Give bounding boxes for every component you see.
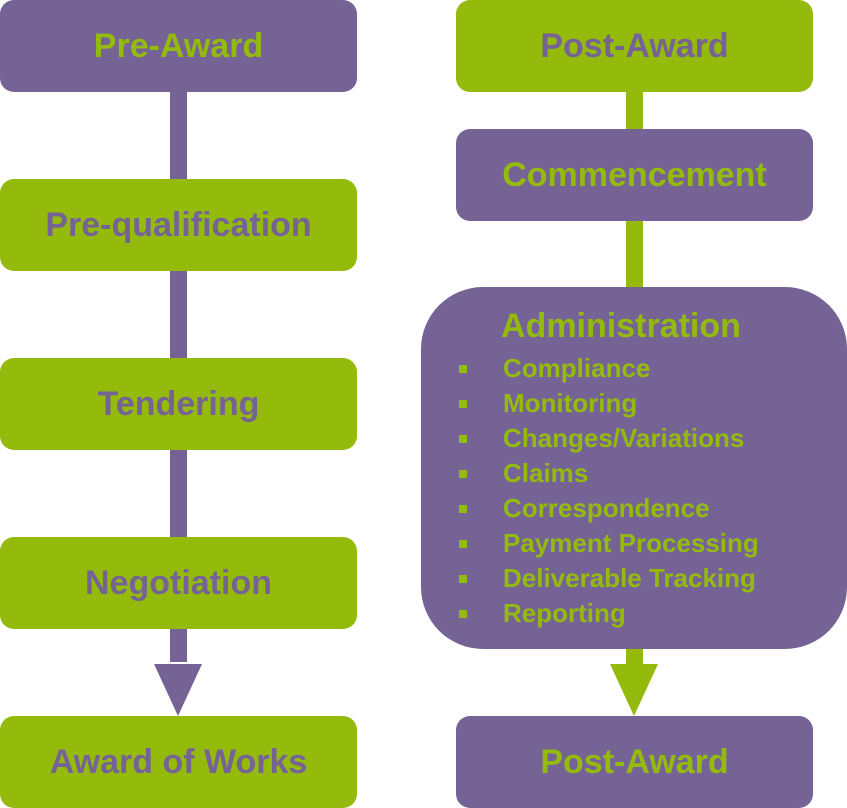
bullet-icon <box>459 575 467 583</box>
step-pre-qualification: Pre-qualification <box>0 179 357 271</box>
step-award-of-works: Award of Works <box>0 716 357 808</box>
connector-line <box>626 646 643 666</box>
pre-award-header: Pre-Award <box>0 0 357 92</box>
bullet-icon <box>459 400 467 408</box>
administration-title: Administration <box>501 307 741 345</box>
bullet-icon <box>459 505 467 513</box>
bullet-icon <box>459 540 467 548</box>
arrow-down-icon <box>154 664 202 716</box>
step-commencement: Commencement <box>456 129 813 221</box>
administration-box: Administration Compliance Monitoring Cha… <box>421 287 847 649</box>
bullet-icon <box>459 365 467 373</box>
step-negotiation: Negotiation <box>0 537 357 629</box>
post-award-final: Post-Award <box>456 716 813 808</box>
post-award-header: Post-Award <box>456 0 813 92</box>
arrow-down-icon <box>610 664 658 716</box>
step-tendering: Tendering <box>0 358 357 450</box>
bullet-icon <box>459 610 467 618</box>
bullet-icon <box>459 435 467 443</box>
bullet-icon <box>459 470 467 478</box>
